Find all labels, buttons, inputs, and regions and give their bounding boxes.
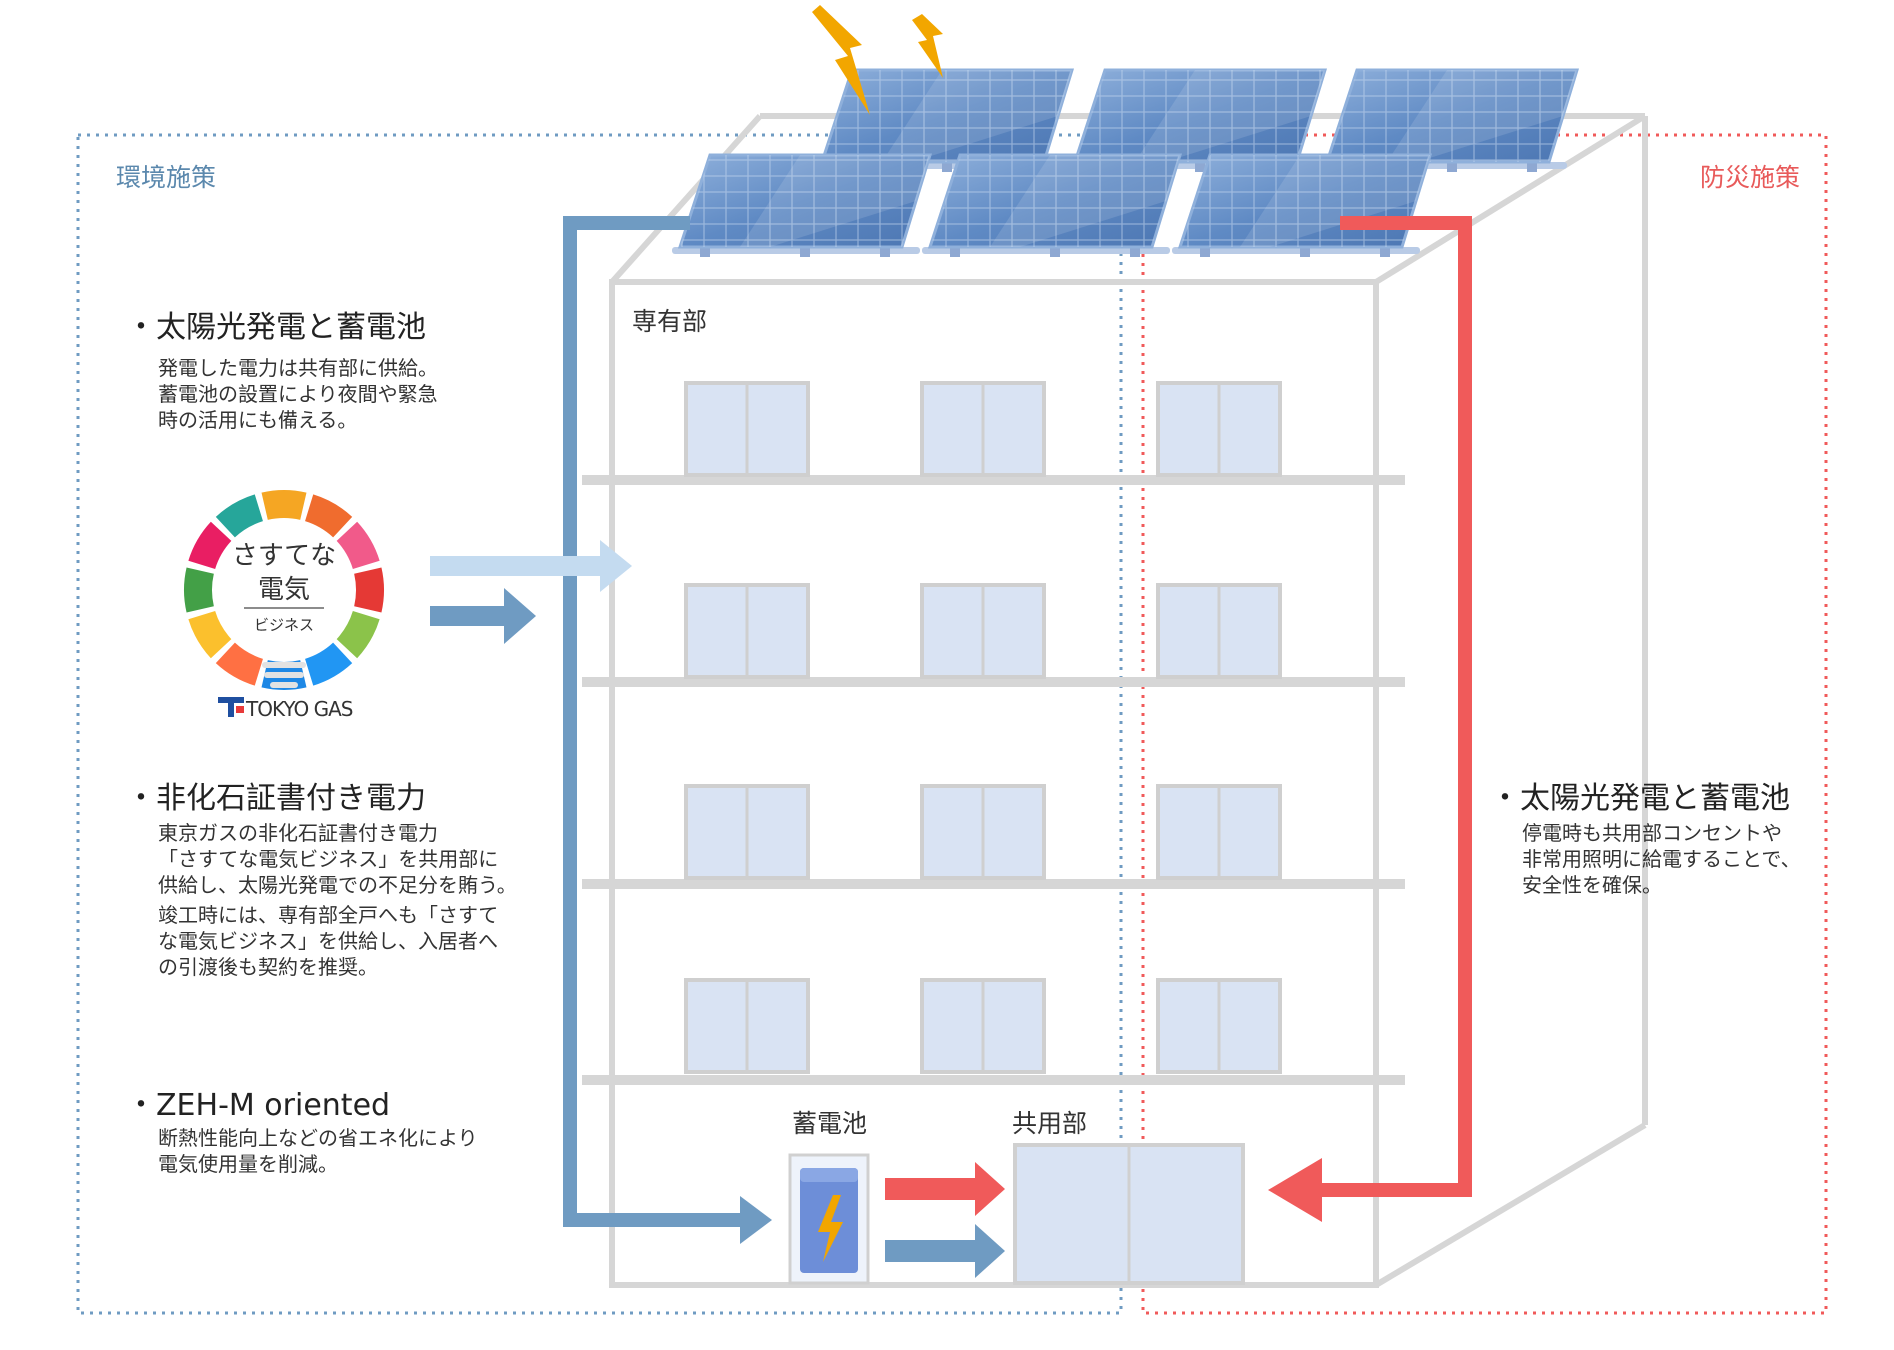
private-units-label: 専有部 — [632, 307, 708, 336]
common-area-door — [1013, 1143, 1245, 1285]
logo-supply-arrows — [430, 540, 632, 644]
solar-panel — [1172, 153, 1433, 257]
zeh-m-text: 断熱性能向上などの省エネ化により電気使用量を削減。 — [158, 1126, 478, 1176]
solar-battery-heading: ・太陽光発電と蓄電池 — [126, 310, 426, 345]
logo-ring-segment — [215, 642, 263, 686]
battery-to-common-arrows — [885, 1162, 1005, 1278]
window — [920, 978, 1046, 1074]
environment-supply-line — [563, 216, 740, 1227]
disaster-section-label: 防災施策 — [1700, 163, 1801, 192]
floor-slabs — [582, 475, 1405, 1085]
non-fossil-text-2: 竣工時には、専有部全戸へも「さすてな電気ビジネス」を供給し、入居者への引渡後も契… — [158, 903, 499, 979]
disaster-zone-border — [1141, 133, 1828, 1315]
battery-label: 蓄電池 — [792, 1109, 868, 1138]
logo-ring-segment — [261, 490, 307, 520]
logo-ring-segment — [336, 611, 380, 659]
apartment-windows — [684, 381, 1282, 1074]
logo-ring-segment — [336, 521, 380, 569]
solar-panel-array — [672, 68, 1580, 257]
solar-panel — [672, 153, 933, 257]
tokyo-gas-mark-icon — [218, 697, 244, 717]
non-fossil-text: 東京ガスの非化石証書付き電力「さすてな電気ビジネス」を共用部に供給し、太陽光発電… — [158, 821, 517, 897]
logo-line2: 電気 — [258, 575, 310, 605]
window — [1156, 381, 1282, 477]
tokyo-gas-logo: TOKYO GAS — [218, 697, 354, 721]
battery-unit — [788, 1153, 870, 1285]
logo-ring-segment — [188, 611, 232, 659]
logo-ring-segment — [354, 567, 384, 613]
window — [1156, 978, 1282, 1074]
logo-line3: ビジネス — [254, 616, 314, 634]
tokyo-gas-brand: TOKYO GAS — [245, 697, 353, 721]
window — [1156, 583, 1282, 679]
disaster-supply-line — [1320, 216, 1472, 1197]
bulb-base-icon — [262, 662, 306, 688]
logo-ring-segment — [215, 494, 263, 538]
logo-line1: さすてな — [232, 541, 336, 571]
sasutena-denki-logo: さすてな 電気 ビジネス — [184, 490, 384, 690]
common-area-label: 共用部 — [1012, 1109, 1088, 1138]
solar-panel — [1319, 68, 1580, 172]
window — [684, 784, 810, 880]
supply-arrow-to-battery — [740, 1196, 772, 1244]
logo-ring-segment — [305, 642, 353, 686]
lightning-icon — [812, 5, 943, 115]
environment-section-label: 環境施策 — [116, 163, 217, 192]
window — [684, 381, 810, 477]
solar-battery-text: 発電した電力は共有部に供給。蓄電池の設置により夜間や緊急時の活用にも備える。 — [158, 356, 438, 432]
window — [684, 978, 810, 1074]
non-fossil-heading: ・非化石証書付き電力 — [126, 781, 426, 816]
window — [684, 583, 810, 679]
building-outline — [609, 113, 1648, 1288]
window — [1156, 784, 1282, 880]
disaster-solar-heading: ・太陽光発電と蓄電池 — [1490, 781, 1790, 816]
zeh-m-heading: ・ZEH-M oriented — [126, 1088, 391, 1123]
window — [920, 583, 1046, 679]
solar-panel — [1067, 68, 1328, 172]
logo-ring-segment — [184, 567, 214, 613]
window — [920, 381, 1046, 477]
environment-zone-border — [76, 133, 1123, 1315]
window — [920, 784, 1046, 880]
logo-ring-segment — [188, 521, 232, 569]
logo-ring-segment — [305, 494, 353, 538]
disaster-solar-text: 停電時も共用部コンセントや非常用照明に給電することで、安全性を確保。 — [1522, 821, 1801, 897]
solar-panel — [922, 153, 1183, 257]
emergency-arrow-to-common — [1268, 1158, 1322, 1222]
